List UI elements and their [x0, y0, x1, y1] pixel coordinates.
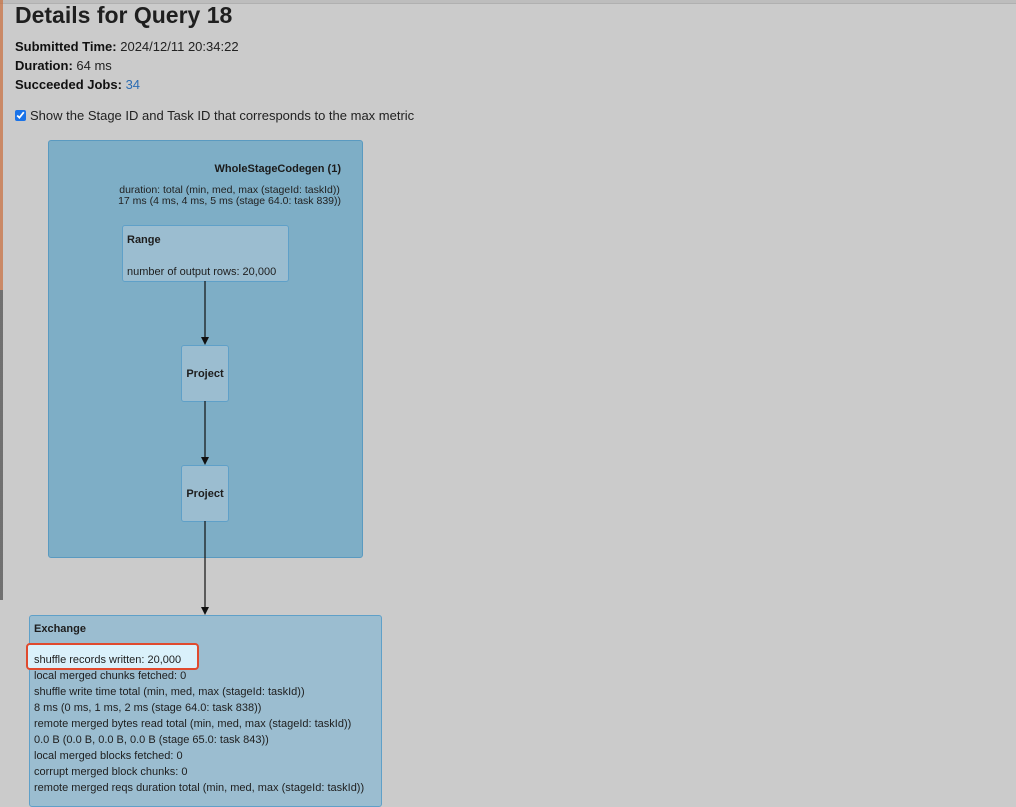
show-max-metric-row[interactable]: Show the Stage ID and Task ID that corre…: [15, 108, 414, 123]
submitted-time-row: Submitted Time: 2024/12/11 20:34:22: [15, 39, 239, 54]
top-border: [0, 0, 1016, 4]
exchange-metric: remote merged bytes read total (min, med…: [34, 718, 352, 730]
duration-label: Duration:: [15, 58, 73, 73]
cluster-title: WholeStageCodegen (1): [214, 163, 341, 175]
exchange-metric: local merged blocks fetched: 0: [34, 750, 183, 762]
submitted-time-label: Submitted Time:: [15, 39, 117, 54]
project-node-1-title: Project: [186, 367, 224, 380]
cluster-metric-line-1: duration: total (min, med, max (stageId:…: [119, 184, 340, 196]
submitted-time-value: 2024/12/11 20:34:22: [120, 39, 239, 54]
duration-row: Duration: 64 ms: [15, 58, 112, 73]
exchange-metric: remote merged reqs duration total (min, …: [34, 782, 365, 794]
succeeded-jobs-label: Succeeded Jobs:: [15, 77, 122, 92]
cluster-metric-line-2: 17 ms (4 ms, 4 ms, 5 ms (stage 64.0: tas…: [118, 195, 341, 207]
project-node-2-title: Project: [186, 487, 224, 500]
succeeded-jobs-link[interactable]: 34: [125, 77, 141, 92]
project-node-2[interactable]: Project: [181, 465, 229, 522]
succeeded-jobs-row: Succeeded Jobs: 34: [15, 77, 140, 92]
range-output-rows-metric: number of output rows: 20,000: [127, 266, 277, 278]
exchange-metric: corrupt merged block chunks: 0: [34, 766, 188, 778]
shuffle-records-written-highlight: shuffle records written: 20,000: [26, 643, 199, 670]
exchange-metric: 0.0 B (0.0 B, 0.0 B, 0.0 B (stage 65.0: …: [34, 734, 269, 746]
cluster-duration-metric: duration: total (min, med, max (stageId:…: [118, 185, 341, 207]
range-node-title: Range: [127, 234, 161, 246]
page-title: Details for Query 18: [15, 2, 233, 28]
exchange-metric: shuffle write time total (min, med, max …: [34, 686, 305, 698]
duration-value: 64 ms: [76, 58, 112, 73]
range-node[interactable]: Range number of output rows: 20,000: [122, 225, 289, 282]
left-edge-strip: [0, 0, 3, 794]
project-node-1[interactable]: Project: [181, 345, 229, 402]
exchange-metric: local merged chunks fetched: 0: [34, 670, 187, 682]
show-max-metric-label: Show the Stage ID and Task ID that corre…: [30, 108, 415, 123]
exchange-node-title: Exchange: [34, 623, 86, 635]
show-max-metric-checkbox[interactable]: [15, 110, 26, 121]
exchange-metric: 8 ms (0 ms, 1 ms, 2 ms (stage 64.0: task…: [34, 702, 262, 714]
